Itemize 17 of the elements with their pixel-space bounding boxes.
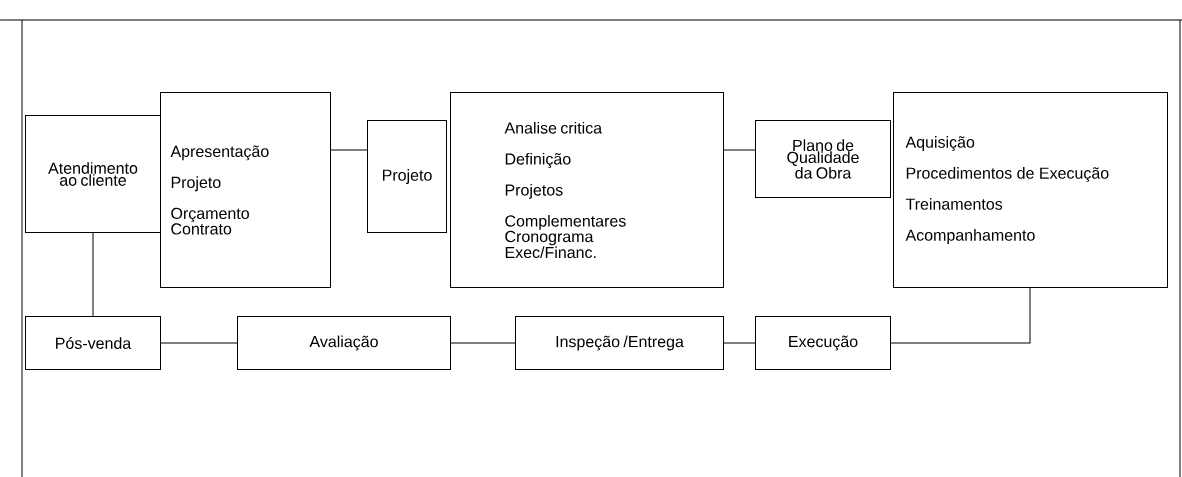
list-box: Apresentação Projeto Orçamento Contrato	[160, 92, 331, 288]
connector-line	[890, 287, 1031, 344]
connector-line	[160, 342, 238, 344]
process-box: Avaliação	[237, 316, 451, 370]
process-box: Inspeção /Entrega	[515, 316, 724, 370]
process-box: Atendimento ao cliente	[25, 115, 161, 233]
list-box: Analise critica Definição Projetos Complementares Cronograma Exec/Financ.	[450, 92, 724, 288]
process-box: Execução	[755, 316, 891, 370]
process-box: Pós-venda	[25, 316, 161, 370]
process-box: Projeto	[367, 120, 447, 233]
process-box: Plano de Qualidade da Obra	[755, 120, 891, 198]
connector-line	[723, 342, 756, 344]
connector-line	[723, 149, 756, 151]
list-box: Aquisição Procedimentos de Execução Treinamentos Acompanhamento	[893, 92, 1168, 288]
connector-line	[92, 232, 94, 317]
connector-line	[330, 149, 368, 151]
connector-line	[450, 342, 516, 344]
